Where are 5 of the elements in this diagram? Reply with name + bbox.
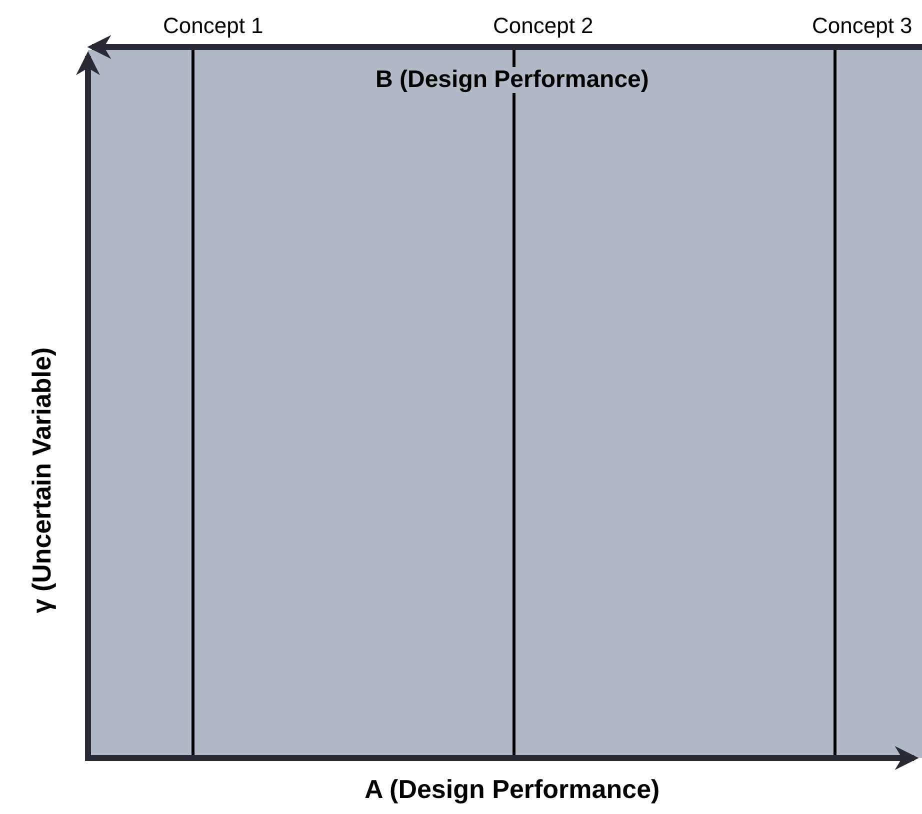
concept-label: Concept 3 [812,14,912,38]
concept-label: Concept 2 [493,14,594,38]
axis-title: γ (Uncertain Variable) [28,346,56,613]
axis-title: A (Design Performance) [364,774,660,804]
concept-label: Concept 1 [163,14,264,38]
